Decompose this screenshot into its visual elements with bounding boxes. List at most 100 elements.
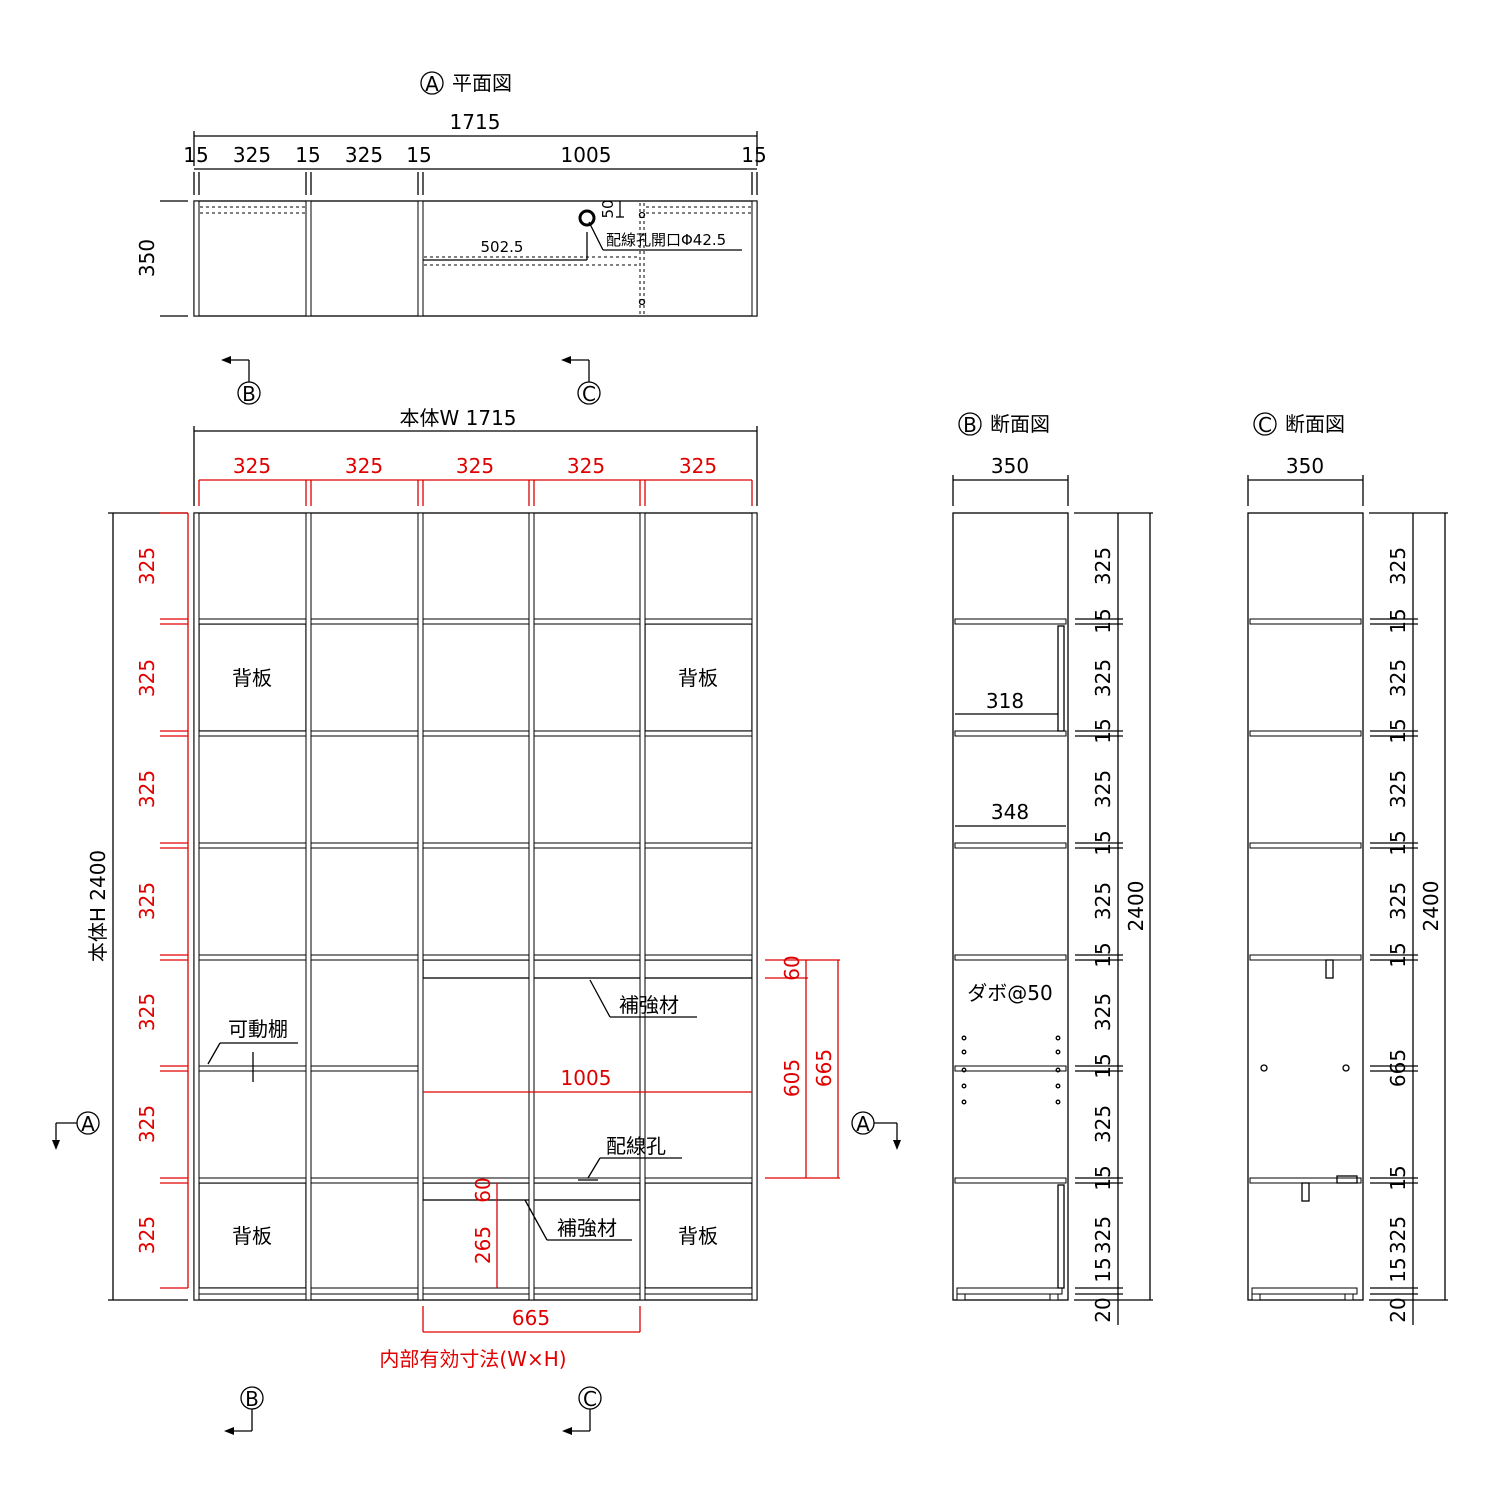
plan-title: 平面図: [452, 71, 512, 95]
dimension-label: 20: [1091, 1297, 1115, 1322]
dimension-label: 15: [295, 143, 320, 167]
dimension-label: 15: [1091, 1165, 1115, 1190]
screw-icon: [1342, 1064, 1350, 1072]
dowel-hole: [1055, 1099, 1061, 1105]
dimension-label: 1005: [561, 1066, 612, 1090]
dimension-label: 1005: [561, 143, 612, 167]
dimension-label: 60: [471, 1177, 495, 1202]
shelf: [954, 1065, 1067, 1072]
vertical-panel: [639, 512, 646, 1301]
dowel-hole: [961, 1099, 967, 1105]
side-panel: [305, 200, 312, 317]
arrow-icon: [52, 1140, 60, 1150]
dimension-label: 318: [986, 689, 1024, 713]
line: [524, 1199, 548, 1241]
wiring-hole-label: 配線孔: [606, 1134, 666, 1158]
section-marker: B: [242, 382, 256, 406]
shelf: [1249, 1177, 1362, 1184]
shelf: [193, 842, 758, 849]
dimension-label: 20: [1386, 1297, 1410, 1322]
vertical-panel: [528, 512, 535, 1301]
dowel-hole: [1055, 1035, 1061, 1041]
dimension-label: 325: [1386, 659, 1410, 697]
total-height-label: 2400: [1419, 881, 1443, 932]
dimension-label: 60: [780, 955, 804, 980]
movable-shelf-label: 可動棚: [228, 1017, 288, 1041]
dimension-label: 325: [1386, 770, 1410, 808]
section-b-view: [952, 475, 1153, 1325]
dimension-label: 348: [991, 800, 1029, 824]
side-panel: [751, 200, 758, 317]
section-marker: A: [856, 1112, 870, 1136]
dimension-label: 15: [406, 143, 431, 167]
bottom-board: [956, 1287, 1063, 1295]
dowel-hole: [1055, 1083, 1061, 1089]
dimension-label: 325: [233, 454, 271, 478]
dimension-label: 325: [456, 454, 494, 478]
dimension-label: 325: [135, 993, 159, 1031]
arrow-icon: [893, 1140, 901, 1150]
shelf: [193, 730, 758, 737]
shelf: [954, 618, 1067, 625]
dimension-label: 15: [1091, 1053, 1115, 1078]
dimension-label: 325: [1386, 547, 1410, 585]
reinforcement-label: 補強材: [557, 1216, 617, 1240]
dimension-label: 325: [1091, 882, 1115, 920]
section-marker: A: [81, 1112, 95, 1136]
dimension-label: 325: [135, 1105, 159, 1143]
dowel-label: ダボ@50: [967, 981, 1052, 1005]
shelf: [954, 730, 1067, 737]
bottom-board: [193, 1287, 758, 1295]
arrow-icon: [562, 1427, 572, 1435]
dimension-label: 15: [1386, 1165, 1410, 1190]
dimension-label: 15: [1386, 1257, 1410, 1282]
overall-width-label: 本体W 1715: [399, 406, 516, 430]
overall-height-label: 本体H 2400: [86, 850, 110, 962]
wiring-hole-icon: [578, 209, 596, 227]
dowel-hole: [1055, 1049, 1061, 1055]
dimension-label: 325: [135, 882, 159, 920]
dimension-label: 325: [1091, 1216, 1115, 1254]
section-marker: B: [245, 1387, 259, 1411]
back-panel-label: 背板: [678, 1224, 718, 1248]
shelf: [954, 842, 1067, 849]
bottom-board: [1251, 1287, 1358, 1295]
section-marker: B: [963, 413, 977, 437]
dowel-hole: [961, 1049, 967, 1055]
vertical-panel: [305, 512, 312, 1301]
wiring-hole-label: 配線孔開口Φ42.5: [606, 231, 726, 249]
reinforcement-strip: [422, 959, 753, 979]
dimension-label: 350: [1286, 454, 1324, 478]
bracket: [1325, 959, 1334, 979]
section-marker-circle: [958, 412, 982, 436]
shelf: [193, 618, 758, 625]
section-c-view: [1247, 475, 1448, 1325]
back-panel: [1057, 1184, 1065, 1289]
dowel-hole: [638, 211, 646, 219]
dimension-label: 265: [471, 1226, 495, 1264]
shelf: [1249, 730, 1362, 737]
dimension-label: 605: [780, 1059, 804, 1097]
dimension-label: 325: [1386, 882, 1410, 920]
dimension-label: 15: [741, 143, 766, 167]
offset-label: 502.5: [481, 238, 524, 256]
dimension-label: 325: [1091, 770, 1115, 808]
dimension-label: 325: [1091, 547, 1115, 585]
dimension-label: 325: [135, 659, 159, 697]
dimension-label: 325: [135, 547, 159, 585]
shelf: [193, 954, 758, 961]
dimension-label: 665: [512, 1306, 550, 1330]
arrow-icon: [224, 1427, 234, 1435]
shelf: [954, 1177, 1067, 1184]
plan-view: [160, 131, 758, 317]
section-marker: C: [1258, 413, 1272, 437]
dimension-label: 15: [1091, 608, 1115, 633]
wiring-grommet: [1336, 1175, 1358, 1184]
dimension-label: 325: [1091, 1105, 1115, 1143]
back-panel-label: 背板: [678, 666, 718, 690]
dimension-label: 350: [135, 239, 159, 277]
plan-marker-circle: [420, 71, 444, 95]
front-elevation: [108, 426, 840, 1333]
side-panel-outline: [952, 512, 1069, 1301]
